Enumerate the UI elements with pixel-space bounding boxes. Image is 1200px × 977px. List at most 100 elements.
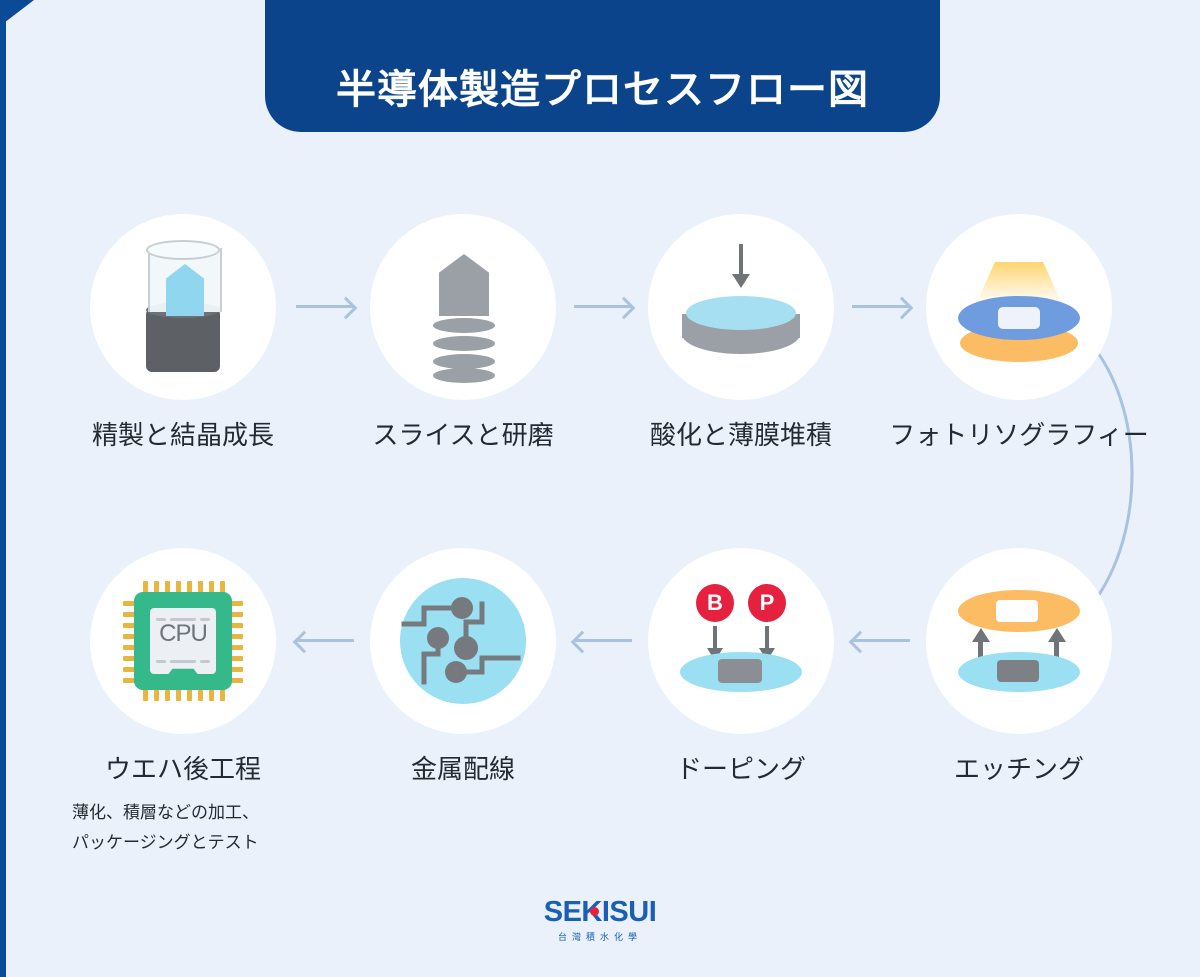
etch-arrow-shaft — [1054, 638, 1059, 666]
chip-pin — [123, 656, 136, 661]
silicon-ingot — [439, 254, 489, 316]
cpu-label: CPU — [159, 620, 208, 647]
chip-pin — [143, 688, 148, 701]
photolithography-icon — [926, 214, 1112, 400]
dopant-arrow-shaft — [713, 626, 717, 652]
step-sublabel-line2: パッケージングとテスト — [72, 832, 259, 852]
wafer-slice — [433, 336, 495, 351]
etching-icon — [926, 548, 1112, 734]
wafer-slice — [433, 318, 495, 333]
crucible-base — [146, 310, 220, 372]
arrow-step5-to-step6 — [848, 630, 910, 654]
footer-logo: SEKISUI 台灣積水化學 — [0, 898, 1200, 943]
die-trace — [156, 618, 166, 621]
chip-pin — [220, 581, 225, 594]
arrow-step2-to-step3 — [574, 296, 636, 320]
circuit-node — [454, 636, 478, 660]
dopant-boron-label: B — [707, 590, 723, 615]
chip-pin — [123, 678, 136, 683]
arrow-shaft — [296, 305, 354, 308]
sekisui-logo-text: SEKISUI — [543, 896, 657, 928]
doping-icon: B P — [648, 548, 834, 734]
arrow-shaft — [296, 639, 354, 642]
page-title: 半導体製造プロセスフロー図 — [336, 68, 869, 112]
step-label: フォトリソグラフィー — [889, 420, 1149, 450]
die-trace — [170, 660, 196, 663]
step-label: スライスと研磨 — [372, 420, 554, 450]
chip-pin — [123, 667, 136, 672]
step-label: 精製と結晶成長 — [91, 420, 274, 450]
step-label: 酸化と薄膜堆積 — [649, 420, 832, 450]
chip-pin — [176, 581, 181, 594]
arrow-head — [570, 630, 594, 654]
sekisui-logo-subtext: 台灣積水化學 — [557, 932, 642, 942]
step-label: ドーピング — [675, 754, 806, 784]
chip-pin — [187, 688, 192, 701]
chip-pin — [230, 678, 243, 683]
chip-pin — [123, 612, 136, 617]
dopant-boron-badge: B — [696, 584, 734, 622]
title-banner: 半導体製造プロセスフロー図 — [265, 0, 940, 132]
circuit-node — [445, 661, 467, 683]
thin-film-layer — [686, 296, 796, 330]
die-trace — [200, 618, 210, 621]
ingot-slices-icon — [370, 214, 556, 400]
step-circle — [648, 548, 834, 734]
dopant-arrow-shaft — [765, 626, 769, 652]
dopant-phosphorus-label: P — [759, 590, 775, 615]
chip-pin — [187, 581, 192, 594]
sekisui-wordmark: SEKISUI — [544, 898, 657, 927]
chip-pin — [154, 688, 159, 701]
circuit-traces — [401, 597, 521, 685]
chip-pin — [165, 581, 170, 594]
chip-pin — [143, 581, 148, 594]
chip-pin — [209, 688, 214, 701]
circuit-wiring-icon — [370, 548, 556, 734]
chip-pin — [230, 645, 243, 650]
arrow-head — [612, 296, 636, 320]
curved-connector-step4-to-step5 — [1082, 334, 1134, 616]
chip-pin — [154, 581, 159, 594]
arrow-head — [292, 630, 316, 654]
deposition-arrow-shaft — [739, 244, 743, 280]
chip-pin — [123, 645, 136, 650]
chip-pin — [123, 623, 136, 628]
arrow-head — [890, 296, 914, 320]
circuit-node — [451, 597, 473, 619]
mask-aperture — [998, 307, 1040, 329]
crucible-crystal-icon — [90, 214, 276, 400]
glass-chamber-rim — [146, 240, 220, 260]
chip-pin — [230, 656, 243, 661]
etch-arrow-shaft — [978, 638, 983, 666]
dopant-phosphorus-badge: P — [748, 584, 786, 622]
chip-pin — [230, 634, 243, 639]
doped-region — [718, 659, 762, 683]
chip-pin — [123, 601, 136, 606]
arrow-head — [848, 630, 872, 654]
chip-pin — [123, 634, 136, 639]
chip-pin — [198, 688, 203, 701]
chip-pin — [230, 667, 243, 672]
die-trace — [200, 660, 210, 663]
arrow-step6-to-step7 — [570, 630, 632, 654]
arrow-step7-to-step8 — [292, 630, 354, 654]
arrow-step3-to-step4 — [852, 296, 914, 320]
chip-pin — [230, 623, 243, 628]
chip-pin — [165, 688, 170, 701]
step-sublabel-line1: 薄化、積層などの加工、 — [72, 803, 259, 822]
chip-pin — [198, 581, 203, 594]
chip-pin — [209, 581, 214, 594]
step-label: 金属配線 — [410, 754, 515, 784]
step-sublabel: 薄化、積層などの加工、 パッケージングとテスト — [46, 798, 326, 858]
arrow-shaft — [574, 305, 632, 308]
wafer-slice — [433, 354, 495, 369]
arrow-head — [334, 296, 358, 320]
chip-pin — [230, 612, 243, 617]
step-circle — [926, 548, 1112, 734]
cpu-chip-icon: CPU — [90, 548, 276, 734]
arrow-shaft — [852, 305, 910, 308]
etch-arrow-head — [1048, 628, 1066, 642]
left-accent-stripe — [0, 0, 6, 977]
step-label: エッチング — [953, 754, 1084, 784]
